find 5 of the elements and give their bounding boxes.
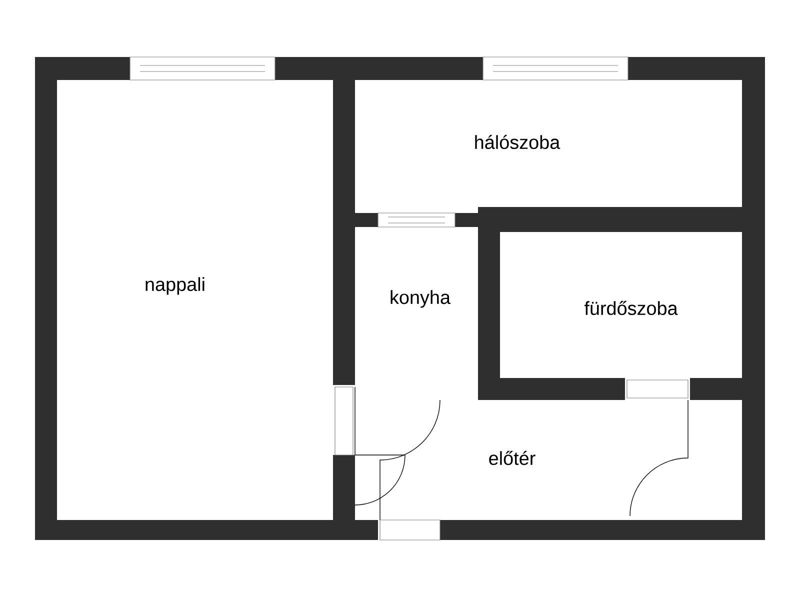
room-label: fürdőszoba	[584, 300, 678, 316]
room-label: nappali	[146, 277, 204, 295]
room-label: hálószoba	[475, 134, 560, 150]
room-label: előtér	[489, 450, 536, 466]
room-label: konyha	[390, 290, 451, 308]
